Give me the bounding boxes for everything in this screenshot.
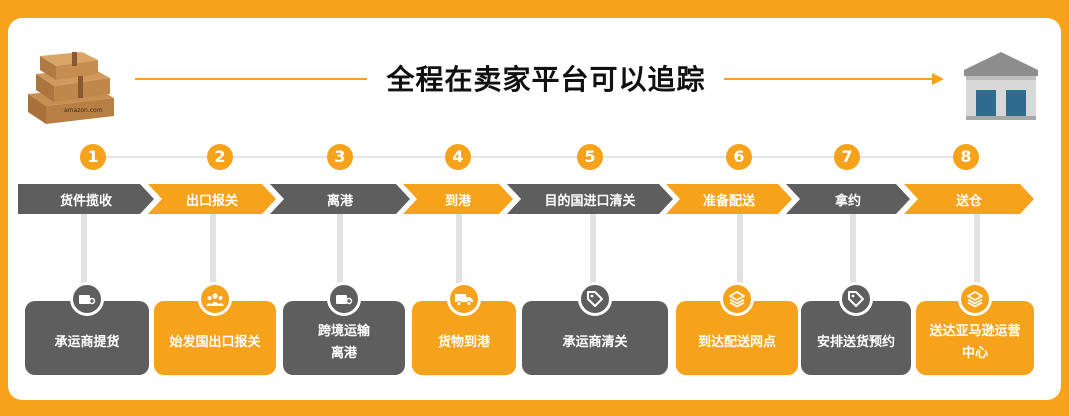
step-chevron-4: 到港: [403, 184, 513, 214]
step-label-4: 到港: [444, 193, 471, 209]
step-chevron-2: 出口报关: [148, 184, 276, 214]
title-line-right: [724, 78, 936, 80]
timeline-track: [100, 156, 955, 158]
step-description-4: 货物到港: [437, 335, 490, 350]
arrow-right-icon: [932, 73, 944, 85]
step-connector-5: [590, 214, 596, 302]
step-card-3: 跨境运输 离港: [283, 301, 405, 375]
step-description-7: 安排送货预约: [816, 335, 895, 350]
step-number-7: 7: [834, 144, 860, 170]
step-label-2: 出口报关: [185, 193, 238, 209]
step-label-5: 目的国进口清关: [544, 193, 636, 209]
step-chevron-5: 目的国进口清关: [507, 184, 673, 214]
warehouse-icon: [964, 52, 1038, 120]
page-title: 全程在卖家平台可以追踪: [386, 63, 706, 96]
tag-icon: [839, 282, 873, 316]
truck-icon: [447, 282, 481, 316]
step-chevron-6: 准备配送: [666, 184, 792, 214]
shipment-icon: [327, 282, 361, 316]
step-connector-4: [456, 214, 462, 302]
step-number-5: 5: [577, 144, 603, 170]
people-icon: [198, 282, 232, 316]
step-description-2: 始发国出口报关: [169, 335, 261, 350]
step-connector-1: [81, 214, 87, 302]
step-connector-8: [974, 214, 980, 302]
step-card-1: 承运商提货: [25, 301, 149, 375]
step-label-1: 货件揽收: [59, 193, 112, 209]
step-number-8: 8: [953, 144, 979, 170]
step-number-4: 4: [445, 144, 471, 170]
title-line-left: [135, 78, 367, 80]
tag-icon: [578, 282, 612, 316]
step-description-5: 承运商清关: [562, 335, 628, 350]
layers-icon: [958, 282, 992, 316]
step-number-6: 6: [726, 144, 752, 170]
layers-icon: [720, 282, 754, 316]
step-chevron-1: 货件揽收: [18, 184, 154, 214]
step-connector-7: [850, 214, 856, 302]
step-chevron-8: 送仓: [904, 184, 1034, 214]
step-description-6: 到达配送网点: [697, 335, 776, 350]
shipment-icon: [70, 282, 104, 316]
step-connector-6: [737, 214, 743, 302]
step-label-3: 离港: [326, 193, 353, 209]
step-chevron-7: 拿约: [786, 184, 910, 214]
step-connector-2: [210, 214, 216, 302]
boxes-logo-text: amazon.com: [64, 107, 103, 114]
step-chevron-3: 离港: [270, 184, 410, 214]
step-number-2: 2: [207, 144, 233, 170]
step-number-1: 1: [80, 144, 106, 170]
step-connector-3: [337, 214, 343, 302]
step-description-1: 承运商提货: [54, 335, 120, 350]
step-label-7: 拿约: [834, 193, 861, 209]
step-number-3: 3: [327, 144, 353, 170]
step-label-6: 准备配送: [702, 193, 755, 209]
step-label-8: 送仓: [955, 193, 982, 209]
cardboard-boxes-icon: amazon.com: [28, 52, 114, 124]
step-description-8: 送达亚马逊运营 中心: [929, 324, 1021, 361]
step-description-3: 跨境运输 离港: [317, 324, 370, 361]
